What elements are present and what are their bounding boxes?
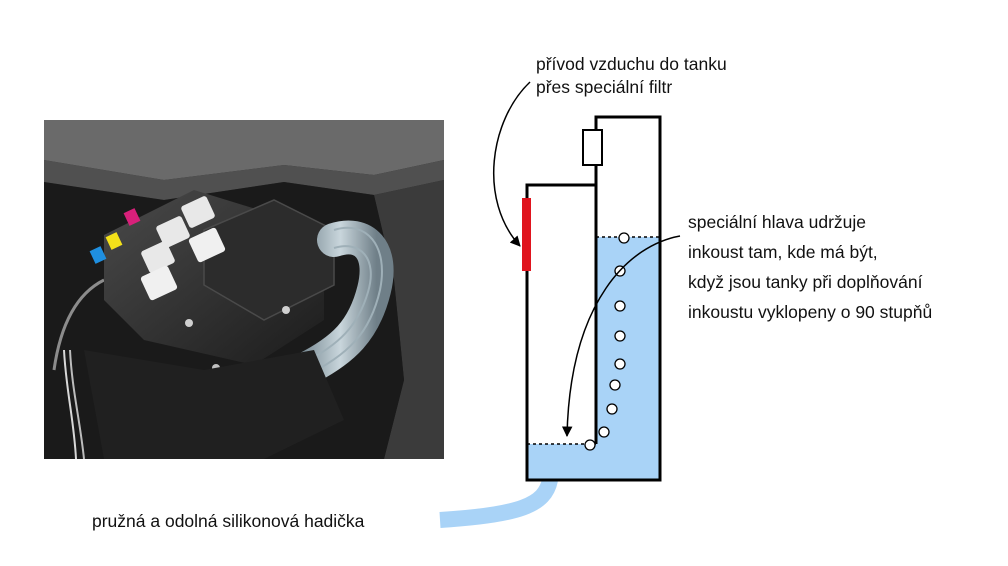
air-bubble <box>618 232 630 244</box>
air-intake-label-line: přívod vzduchu do tanku <box>536 54 727 74</box>
air-bubble <box>609 379 621 391</box>
air-bubbles <box>584 232 630 451</box>
printer-side-panel <box>374 180 444 459</box>
silicone-tube-line <box>305 226 383 377</box>
air-intake-arrow <box>493 81 531 247</box>
air-filter <box>582 129 603 166</box>
printer-logo-arc <box>52 278 105 371</box>
air-intake-label: přívod vzduchu do tanku přes speciální f… <box>536 53 727 99</box>
silicone-tube <box>439 477 558 528</box>
special-head-label: speciální hlava udržuje inkoust tam, kde… <box>688 207 932 327</box>
cartridge-valve <box>188 227 226 263</box>
printer-housing-rim <box>44 160 444 200</box>
printer-cartridge-photo <box>44 120 444 459</box>
air-bubble <box>584 439 596 451</box>
tube-label: pružná a odolná silikonová hadička <box>92 511 365 531</box>
air-intake-label-line: přes speciální filtr <box>536 77 673 97</box>
special-head-arrow <box>561 235 681 438</box>
magenta-cartridge-tab <box>123 208 141 226</box>
air-bubble <box>614 300 626 312</box>
cartridge-valve <box>140 265 178 301</box>
special-head-label-line: inkoust tam, kde má být, <box>688 242 878 262</box>
printer-housing-top <box>44 120 444 180</box>
air-bubble <box>614 265 626 277</box>
white-wire <box>69 349 85 459</box>
tank-outline <box>525 115 662 482</box>
special-head-label-line: inkoustu vyklopeny o 90 stupňů <box>688 302 933 322</box>
screw <box>185 319 193 327</box>
silicone-tube-line <box>301 245 372 365</box>
red-valve <box>522 198 531 271</box>
cyan-cartridge-tab <box>89 246 107 264</box>
special-head-label-line: speciální hlava udržuje <box>688 212 867 232</box>
cartridge-valve <box>181 196 215 228</box>
black-cartridge-top <box>203 199 335 321</box>
silicone-tube-bundle <box>287 220 394 387</box>
yellow-cartridge-tab <box>105 232 123 250</box>
cartridge-valve <box>156 216 190 248</box>
ink-fill <box>527 237 660 480</box>
air-bubble <box>614 330 626 342</box>
special-head-label-line: když jsou tanky při doplňování <box>688 272 923 292</box>
air-bubble <box>598 426 610 438</box>
air-bubble <box>606 403 618 415</box>
screw <box>282 306 290 314</box>
carriage-base <box>84 350 344 459</box>
cartridge-valve <box>141 241 175 273</box>
white-wire <box>63 349 77 459</box>
air-bubble <box>614 358 626 370</box>
